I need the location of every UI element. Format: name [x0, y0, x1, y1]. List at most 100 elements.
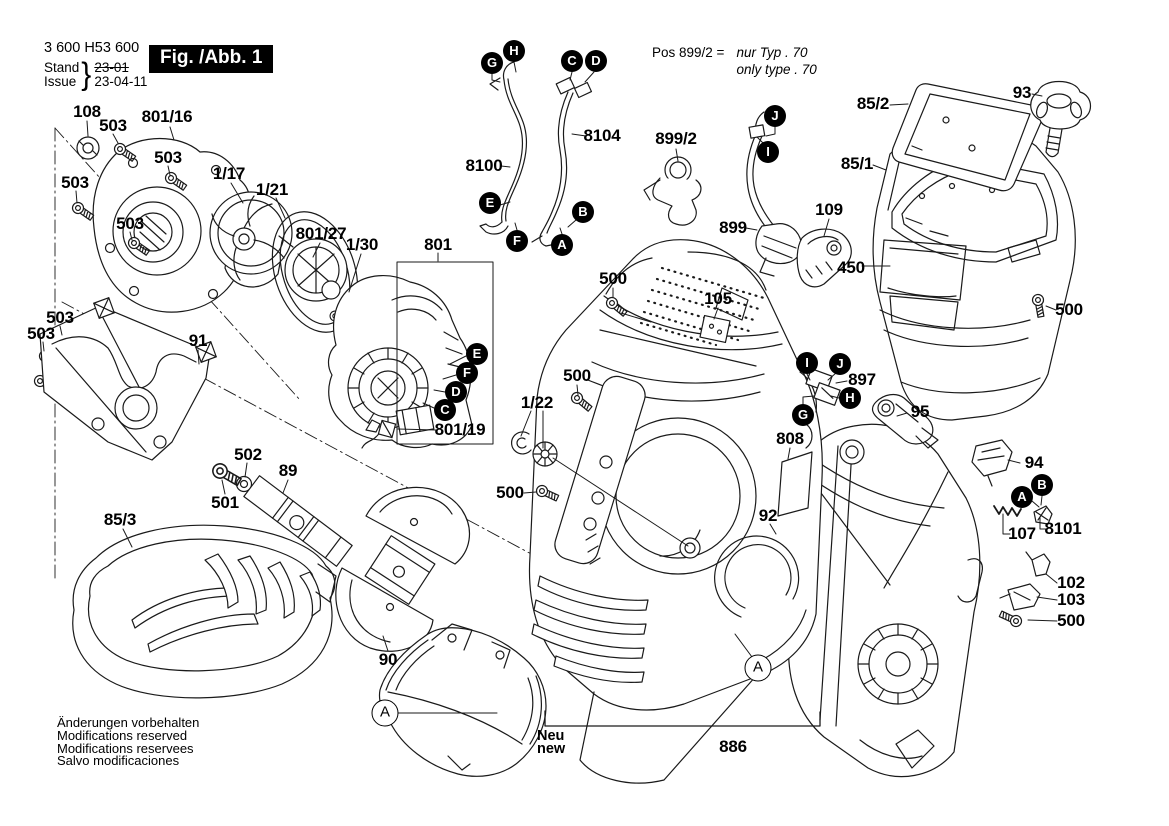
- knob-93: [1030, 80, 1092, 158]
- panel-808: [777, 451, 813, 517]
- part-label-500: 500: [1055, 300, 1083, 319]
- part-label-1-30: 1/30: [345, 235, 379, 254]
- callout-H: H: [839, 387, 861, 409]
- part-label-500: 500: [496, 483, 524, 502]
- part-label-109: 109: [815, 200, 843, 219]
- clip-801-19: [365, 419, 397, 439]
- callout-I: I: [757, 141, 779, 163]
- part-103: [999, 583, 1041, 611]
- part-label-85-2: 85/2: [856, 94, 890, 113]
- callout-I: I: [796, 352, 818, 374]
- note-line1: nur Typ . 70: [736, 45, 808, 60]
- callout-F: F: [456, 362, 478, 384]
- discharge-funnel: [378, 623, 547, 777]
- part-label-500: 500: [1057, 611, 1085, 630]
- part-label-500: 500: [599, 269, 627, 288]
- footer-line: Salvo modificaciones: [57, 753, 180, 769]
- part-label-85-1: 85/1: [840, 154, 874, 173]
- callout-C: C: [561, 50, 583, 72]
- note-line2: only type . 70: [736, 62, 817, 77]
- switch-899-2: [643, 156, 702, 226]
- issue-label: Issue: [44, 74, 77, 89]
- stand-value: 23-01: [94, 60, 129, 75]
- part-label-103: 103: [1057, 590, 1085, 609]
- callout-A: A: [551, 234, 573, 256]
- part-label-108: 108: [73, 102, 101, 121]
- rear-housing-half: [787, 423, 983, 778]
- part-label-107: 107: [1008, 524, 1036, 543]
- callout-B: B: [1031, 474, 1053, 496]
- rotor-discs-90: [335, 486, 470, 652]
- part-label-899-2: 899/2: [655, 129, 697, 148]
- callout-E: E: [479, 192, 501, 214]
- part-label-808: 808: [776, 429, 804, 448]
- callout-D: D: [445, 381, 467, 403]
- callout-outlined-A: A: [371, 699, 399, 727]
- washer-set-1-22: [510, 431, 558, 467]
- callout-E: E: [466, 343, 488, 365]
- part-label-503: 503: [61, 173, 89, 192]
- part-label-8104: 8104: [583, 126, 621, 145]
- part-label-801-27: 801/27: [295, 224, 347, 243]
- part-label-801-16: 801/16: [141, 107, 193, 126]
- upper-housing-85-1: [872, 128, 1076, 421]
- part-label-899: 899: [719, 218, 747, 237]
- part-label-503: 503: [154, 148, 182, 167]
- leader-lines: [42, 61, 1058, 727]
- part-label-90: 90: [378, 650, 398, 669]
- part-label-503: 503: [27, 324, 55, 343]
- connector-897: [805, 368, 841, 406]
- part-label-1-17: 1/17: [212, 164, 246, 183]
- part-8101: [1033, 505, 1053, 525]
- base-tray-85-3: [72, 524, 337, 699]
- note-pos: Pos 899/2 =: [652, 45, 725, 60]
- part-label-501: 501: [211, 493, 239, 512]
- part-label-85-3: 85/3: [103, 510, 137, 529]
- callout-C: C: [434, 399, 456, 421]
- footer-line: Modifications reserved: [57, 727, 188, 743]
- part-label-1-21: 1/21: [255, 180, 289, 199]
- part-label-801-19: 801/19: [434, 420, 486, 439]
- footer-line: Änderungen vorbehalten: [57, 715, 200, 730]
- type-note: Pos 899/2 = nur Typ . 70 only type . 70: [652, 44, 817, 78]
- bracket-outline-801: [396, 261, 494, 445]
- new-badge-line: new: [537, 741, 566, 757]
- part-label-450: 450: [837, 258, 865, 277]
- rod-8104: [531, 77, 593, 247]
- stand-issue-block: Stand Issue } 23-01 23-04-11: [44, 57, 148, 92]
- part-label-503: 503: [46, 308, 74, 327]
- spring-107: [993, 505, 1022, 517]
- block-94: [971, 439, 1013, 487]
- part-label-8100: 8100: [465, 156, 503, 175]
- part-label-102: 102: [1057, 573, 1085, 592]
- part-label-93: 93: [1012, 83, 1032, 102]
- lever-95: [871, 393, 939, 449]
- callout-outlined-A: A: [744, 654, 772, 682]
- part-label-897: 897: [848, 370, 876, 389]
- callout-G: G: [481, 52, 503, 74]
- figure-title: Fig. /Abb. 1: [149, 45, 274, 73]
- callout-H: H: [503, 40, 525, 62]
- discharge-ring-92: [714, 535, 800, 618]
- part-label-500: 500: [563, 366, 591, 385]
- rod-8100: [479, 61, 528, 235]
- callout-B: B: [572, 201, 594, 223]
- issue-value: 23-04-11: [94, 74, 148, 89]
- new-badge-line: Neu: [537, 728, 565, 744]
- mount-bracket-91: [39, 297, 217, 461]
- part-label-8101: 8101: [1044, 519, 1082, 538]
- stand-label: Stand: [44, 60, 80, 75]
- pin-102: [1025, 551, 1051, 577]
- document-number: 3 600 H53 600: [44, 40, 140, 56]
- part-label-1-22: 1/22: [520, 393, 554, 412]
- part-label-801: 801: [424, 235, 452, 254]
- screw-501: [209, 460, 244, 490]
- part-label-105: 105: [704, 289, 732, 308]
- brace-glyph: }: [81, 57, 92, 92]
- part-label-886: 886: [719, 737, 747, 756]
- ring-108: [76, 136, 100, 160]
- part-label-89: 89: [278, 461, 298, 480]
- blade-89: [243, 475, 353, 567]
- footer-line: Modifications reservees: [57, 740, 194, 756]
